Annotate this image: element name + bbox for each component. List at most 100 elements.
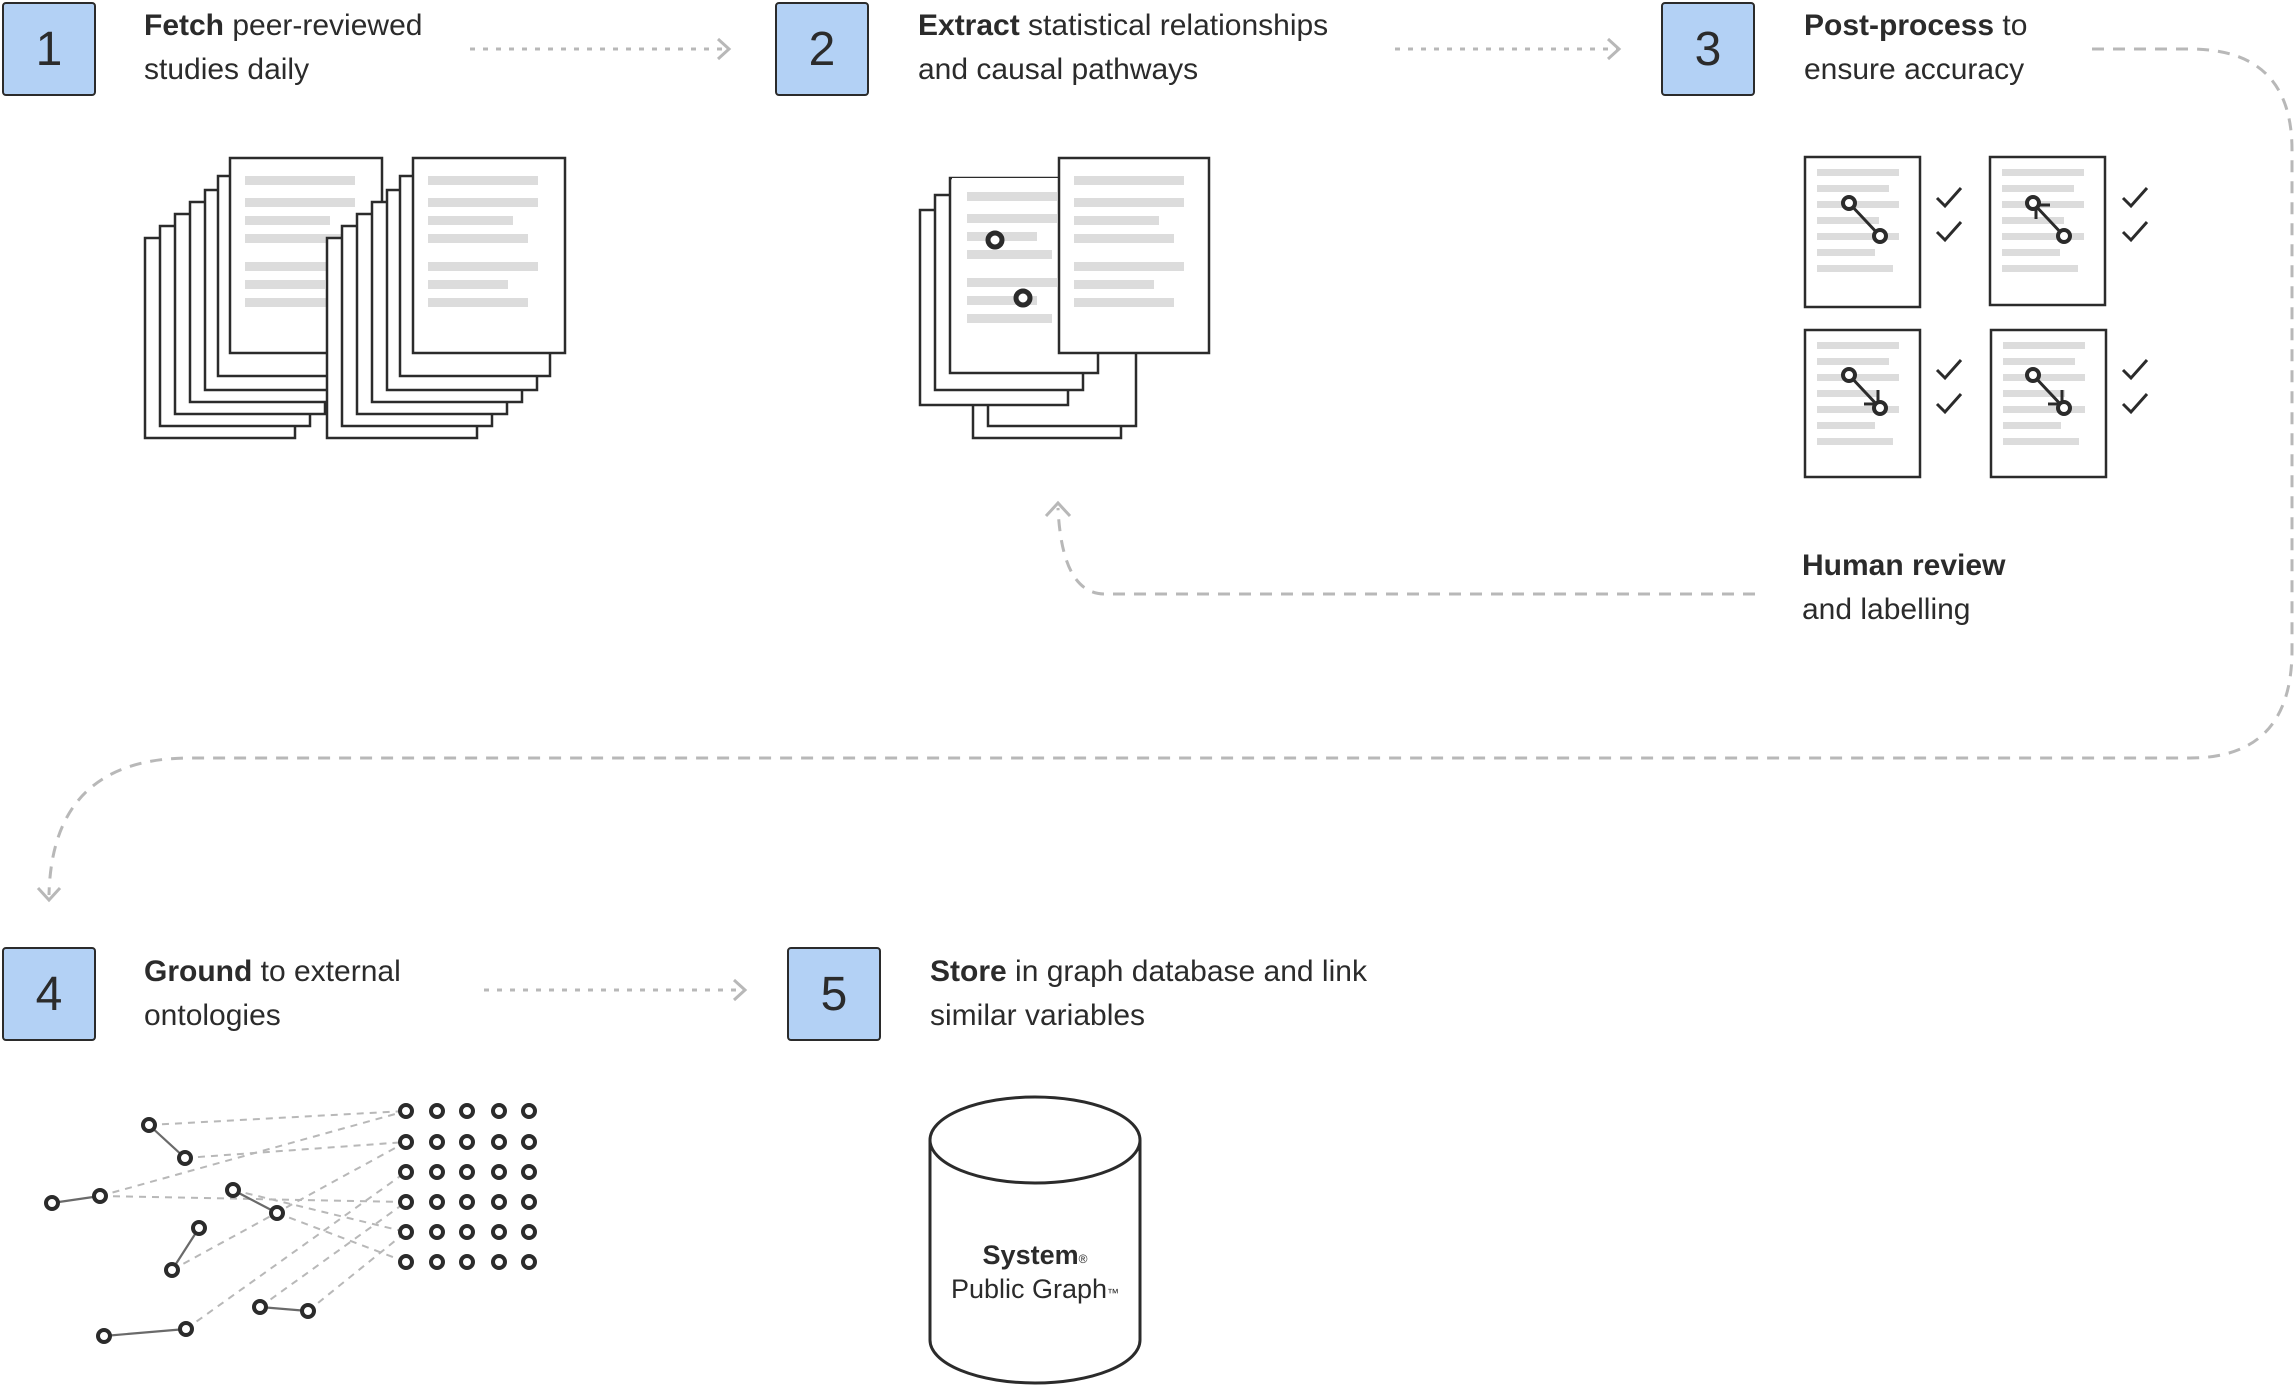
step-2-title: Extract bbox=[918, 9, 1020, 42]
step-5-label: Store in graph database and link similar… bbox=[930, 950, 1367, 1038]
arrowhead-4-5 bbox=[732, 978, 748, 1002]
variable-node bbox=[225, 1182, 241, 1198]
step-3-line1: to bbox=[1994, 9, 2028, 42]
database-name: Public Graph bbox=[950, 1274, 1108, 1304]
variable-edge bbox=[148, 1124, 186, 1159]
trademark-mark: ™ bbox=[1107, 1286, 1120, 1300]
variable-edge bbox=[103, 1327, 187, 1338]
step-5-line1: in graph database and link bbox=[1006, 955, 1367, 988]
ontology-node bbox=[459, 1164, 475, 1180]
ontology-node bbox=[429, 1103, 445, 1119]
arrowhead-2-3 bbox=[1606, 37, 1622, 61]
step-3-label: Post-process to ensure accuracy bbox=[1804, 4, 2027, 92]
human-review-label: Human review and labelling bbox=[1802, 544, 2005, 632]
variable-node bbox=[191, 1220, 207, 1236]
database-brand: System bbox=[982, 1240, 1079, 1270]
ontology-node bbox=[398, 1194, 414, 1210]
step-1-badge: 1 bbox=[2, 2, 96, 96]
step-5-line2: similar variables bbox=[930, 999, 1146, 1032]
step-4-line2: ontologies bbox=[144, 999, 281, 1032]
ontology-node bbox=[491, 1103, 507, 1119]
step-1-line2: studies daily bbox=[144, 53, 310, 86]
arrowhead-1-2 bbox=[716, 37, 732, 61]
variable-node bbox=[141, 1117, 157, 1133]
mapping-link bbox=[184, 1141, 407, 1159]
human-review-line2: and labelling bbox=[1802, 593, 1971, 626]
mapping-link bbox=[148, 1110, 407, 1126]
mapping-link bbox=[232, 1189, 407, 1233]
step-2-line1: statistical relationships bbox=[1019, 9, 1329, 42]
ontology-node bbox=[521, 1194, 537, 1210]
ontology-node bbox=[459, 1194, 475, 1210]
step-3-line2: ensure accuracy bbox=[1804, 53, 2025, 86]
step-3-title: Post-process bbox=[1804, 9, 1995, 42]
ontology-node bbox=[491, 1224, 507, 1240]
ontology-node bbox=[459, 1134, 475, 1150]
variable-edge bbox=[171, 1227, 200, 1271]
step-4-label: Ground to external ontologies bbox=[144, 950, 401, 1038]
mapping-link bbox=[99, 1110, 407, 1197]
ontology-mapping-icon bbox=[44, 1103, 537, 1344]
ontology-node bbox=[521, 1254, 537, 1270]
ontology-node bbox=[429, 1224, 445, 1240]
ontology-node bbox=[491, 1164, 507, 1180]
ontology-node bbox=[398, 1134, 414, 1150]
ontology-node bbox=[521, 1164, 537, 1180]
variable-edge bbox=[51, 1194, 101, 1205]
mapping-link bbox=[185, 1171, 407, 1330]
ontology-node bbox=[521, 1103, 537, 1119]
variable-edge bbox=[232, 1189, 278, 1214]
ontology-node bbox=[398, 1103, 414, 1119]
ontology-node bbox=[459, 1224, 475, 1240]
human-review-title: Human review bbox=[1802, 549, 2006, 582]
mapping-link bbox=[276, 1212, 407, 1263]
ontology-node bbox=[429, 1254, 445, 1270]
step-2-line2: and causal pathways bbox=[918, 53, 1199, 86]
step-4-badge: 4 bbox=[2, 947, 96, 1041]
mapping-link bbox=[259, 1201, 407, 1308]
step-4-title: Ground bbox=[144, 955, 253, 988]
ontology-node bbox=[429, 1194, 445, 1210]
step-4-line1: to external bbox=[252, 955, 401, 988]
ontology-node bbox=[491, 1134, 507, 1150]
ontology-node bbox=[398, 1164, 414, 1180]
variable-node bbox=[164, 1262, 180, 1278]
mapping-link bbox=[307, 1231, 407, 1312]
registered-mark: ® bbox=[1078, 1252, 1088, 1266]
step-5-badge: 5 bbox=[787, 947, 881, 1041]
review-loop bbox=[1056, 507, 1755, 596]
variable-node bbox=[269, 1205, 285, 1221]
ontology-node bbox=[521, 1134, 537, 1150]
ontology-node bbox=[459, 1103, 475, 1119]
step-1-label: Fetch peer-reviewed studies daily bbox=[144, 4, 422, 92]
review-documents-icon bbox=[1803, 155, 2149, 479]
variable-node bbox=[92, 1188, 108, 1204]
ontology-node bbox=[459, 1254, 475, 1270]
step-2-badge: 2 bbox=[775, 2, 869, 96]
ontology-node bbox=[521, 1224, 537, 1240]
step-3-badge: 3 bbox=[1661, 2, 1755, 96]
variable-edge bbox=[259, 1305, 309, 1313]
step-5-title: Store bbox=[930, 955, 1007, 988]
arrowhead-review bbox=[1044, 500, 1072, 518]
variable-node bbox=[178, 1321, 194, 1337]
variable-node bbox=[44, 1195, 60, 1211]
ontology-node bbox=[398, 1254, 414, 1270]
step-1-line1: peer-reviewed bbox=[224, 9, 423, 42]
mapping-link bbox=[171, 1141, 407, 1271]
ontology-node bbox=[491, 1254, 507, 1270]
ontology-node bbox=[491, 1194, 507, 1210]
ontology-node bbox=[398, 1224, 414, 1240]
database-label: System® Public Graph™ bbox=[930, 1238, 1140, 1306]
graph-database-icon bbox=[928, 1095, 1142, 1385]
ontology-node bbox=[429, 1134, 445, 1150]
loop-3-4 bbox=[47, 47, 2294, 896]
variable-node bbox=[177, 1150, 193, 1166]
variable-node bbox=[252, 1299, 268, 1315]
document-stacks-icon bbox=[143, 156, 567, 440]
step-1-title: Fetch bbox=[144, 9, 225, 42]
step-2-label: Extract statistical relationships and ca… bbox=[918, 4, 1328, 92]
ontology-node bbox=[429, 1164, 445, 1180]
arrowhead-loop-4 bbox=[36, 886, 62, 903]
